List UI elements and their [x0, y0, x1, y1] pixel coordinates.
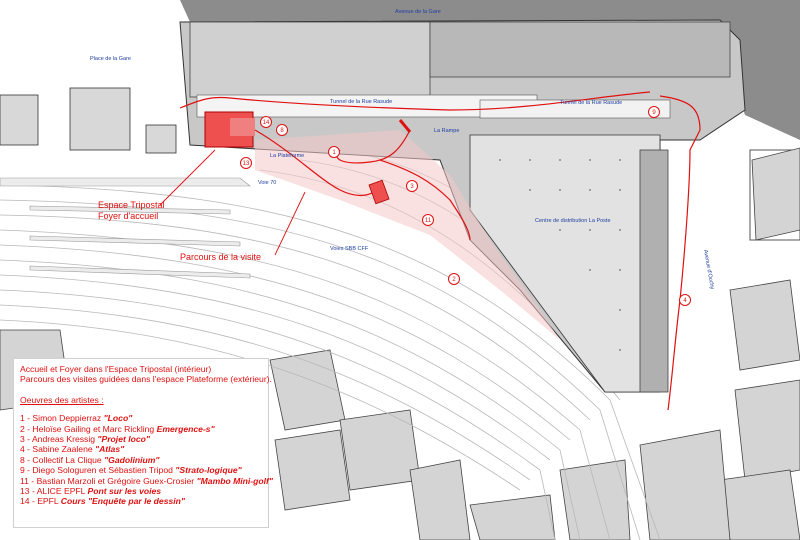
marker-1-label: 1 — [332, 150, 336, 156]
callout-espace-line1: Espace Tripostal — [98, 200, 165, 210]
label-voie-tl: Voie 70 — [258, 180, 276, 186]
legend-item-num: 2 - — [20, 423, 33, 434]
marker-9 — [648, 106, 660, 118]
marker-2 — [448, 273, 460, 285]
artwork-markers — [240, 106, 691, 306]
marker-2-label: 2 — [452, 277, 456, 283]
marker-3 — [406, 180, 418, 192]
visit-route — [179, 91, 701, 411]
label-tunnel-left: Tunnel de la Rue Rasude — [330, 99, 392, 105]
callout-lines — [159, 149, 306, 256]
legend-intro: Accueil et Foyer dans l'Espace Tripostal… — [20, 364, 272, 385]
blocks-top-left — [0, 87, 177, 154]
railway-tracks — [0, 149, 661, 540]
espace-tripostal-building — [204, 111, 255, 148]
callout-espace-line2: Foyer d'accueil — [98, 211, 158, 221]
legend-item-work: "Mambo Mini-golf" — [196, 475, 273, 486]
legend-item: 11 - Bastian Marzoli et Grégoire Guex-Cr… — [20, 475, 273, 486]
legend-item-artist: Bastian Marzoli et Grégoire Guex-Crosier — [36, 475, 197, 486]
label-la-rampe: La Rampe — [434, 128, 459, 134]
label-voies-cff: Voies SBB CFF — [330, 246, 369, 252]
legend-item-work: Cours "Enquête par le dessin" — [60, 496, 185, 507]
marker-14 — [260, 116, 272, 128]
legend-item: 2 - Heloïse Gailing et Marc Rickling Eme… — [20, 424, 262, 434]
legend-item-artist: Collectif La Clique — [32, 454, 105, 465]
legend-item-num: 11 - — [20, 475, 37, 486]
legend-item-work: "Atlas" — [95, 444, 125, 455]
legend-item: 4 - Sabine Zaalene "Atlas" — [20, 444, 262, 454]
blocks-bottom-left — [0, 329, 471, 540]
label-la-plateforme: La Plateforme — [270, 153, 304, 159]
legend-item-artist: EPFL — [37, 496, 61, 507]
legend-item-work: "Gadolinium" — [104, 454, 160, 465]
marker-8-label: 8 — [280, 128, 284, 134]
marker-9-label: 9 — [652, 110, 656, 116]
legend-item-work: "Projet loco" — [97, 434, 150, 445]
courtyard-grid — [499, 159, 621, 351]
label-avenue-ouchy: Avenue d'Ouchy — [702, 249, 715, 290]
legend-item-num: 14 - — [20, 496, 38, 507]
legend-item-num: 13 - — [20, 486, 37, 497]
legend-item-num: 1 - — [20, 413, 33, 424]
marker-11-label: 11 — [425, 218, 432, 224]
legend-item-num: 8 - — [20, 454, 33, 465]
legend-item-artist: Andreas Kressig — [31, 434, 98, 445]
legend-item-work: "Loco" — [103, 413, 133, 424]
legend-item: 3 - Andreas Kressig "Projet loco" — [20, 434, 262, 444]
platform-canopies — [0, 177, 251, 279]
legend-item: 14 - EPFL Cours "Enquête par le dessin" — [20, 496, 262, 506]
legend-item: 13 - ALICE EPFL Pont sur les voies — [20, 486, 262, 496]
label-centre-poste: Centre de distribution La Poste — [535, 218, 611, 224]
legend-item: 9 - Diego Sologuren et Sébastien Tripod … — [20, 465, 262, 475]
legend-item: 1 - Simon Deppierraz "Loco" — [20, 413, 262, 423]
label-tunnel-right: Tunnel de la Rue Rasude — [560, 100, 622, 106]
marker-4 — [679, 294, 691, 306]
legend-item-artist: Sabine Zaalene — [32, 444, 96, 455]
avenue-gare-area — [180, 0, 800, 140]
legend-item-num: 4 - — [20, 444, 33, 455]
legend-item-work: Pont sur les voies — [87, 486, 162, 497]
marker-14-label: 14 — [263, 120, 270, 126]
legend-list: 1 - Simon Deppierraz "Loco" 2 - Heloïse … — [20, 413, 273, 507]
legend-item-num: 3 - — [20, 434, 32, 445]
artwork-object-loco — [368, 179, 390, 205]
legend-item-work: "Strato-logique" — [175, 465, 242, 476]
callouts: Espace Tripostal Foyer d'accueil Parcour… — [98, 200, 261, 262]
legend-item-artist: ALICE EPFL — [36, 486, 88, 497]
callout-parcours: Parcours de la visite — [180, 252, 261, 262]
legend-title: Oeuvres des artistes : — [20, 394, 104, 405]
legend-box: Accueil et Foyer dans l'Espace Tripostal… — [13, 358, 273, 528]
legend-intro-line2: Parcours des visites guidées dans l'espa… — [20, 374, 272, 385]
legend-item-artist: Diego Sologuren et Sébastien Tripod — [32, 465, 176, 476]
marker-4-label: 4 — [683, 298, 687, 304]
marker-8 — [276, 124, 288, 136]
marker-labels: 1 2 3 4 8 9 11 13 14 — [243, 110, 688, 304]
legend-item-artist: Heloïse Gailing et Marc Rickling — [32, 423, 157, 434]
marker-13-label: 13 — [243, 161, 250, 167]
label-avenue-gare: Avenue de la Gare — [395, 9, 441, 15]
marker-11 — [422, 214, 434, 226]
marker-3-label: 3 — [410, 184, 414, 190]
blocks-right — [469, 147, 800, 540]
label-place-gare: Place de la Gare — [90, 56, 131, 62]
legend-item-artist: Simon Deppierraz — [32, 413, 104, 424]
legend-item-num: 9 - — [20, 465, 33, 476]
marker-13 — [240, 157, 252, 169]
legend-item-work: Emergence-s" — [156, 423, 215, 434]
marker-1 — [328, 146, 340, 158]
plateforme-zone — [255, 130, 560, 340]
legend-intro-line1: Accueil et Foyer dans l'Espace Tripostal… — [20, 364, 212, 374]
legend-item: 8 - Collectif La Clique "Gadolinium" — [20, 455, 262, 465]
